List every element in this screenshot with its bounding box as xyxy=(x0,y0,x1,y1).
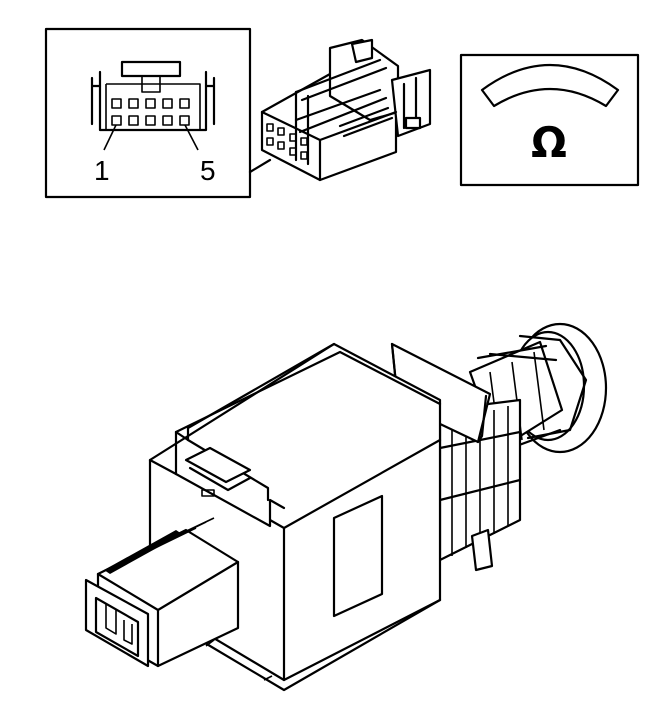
connector-inset: 1 5 xyxy=(44,27,272,199)
brake-light-switch-icon xyxy=(84,322,608,692)
pin-1-leader xyxy=(103,124,117,151)
connector-inset-frame xyxy=(44,27,252,199)
ohmmeter-icon xyxy=(480,64,620,108)
meter-inset: Ω xyxy=(459,53,640,187)
switch-plug xyxy=(84,517,240,668)
switch-label-window xyxy=(332,494,384,618)
connector-cavities-bottom xyxy=(111,115,190,126)
inset-leader-line xyxy=(248,158,272,174)
pin-label-last: 5 xyxy=(200,155,216,186)
pin-label-first: 1 xyxy=(94,155,110,186)
unit-symbol: Ω xyxy=(531,118,567,167)
pin-5-leader xyxy=(184,124,199,151)
meter-inset-frame xyxy=(459,53,640,187)
connector-end-cavities xyxy=(266,123,308,160)
connector-cavities-top xyxy=(111,98,190,109)
connector-face-icon xyxy=(90,60,216,151)
harness-connector xyxy=(260,38,432,182)
